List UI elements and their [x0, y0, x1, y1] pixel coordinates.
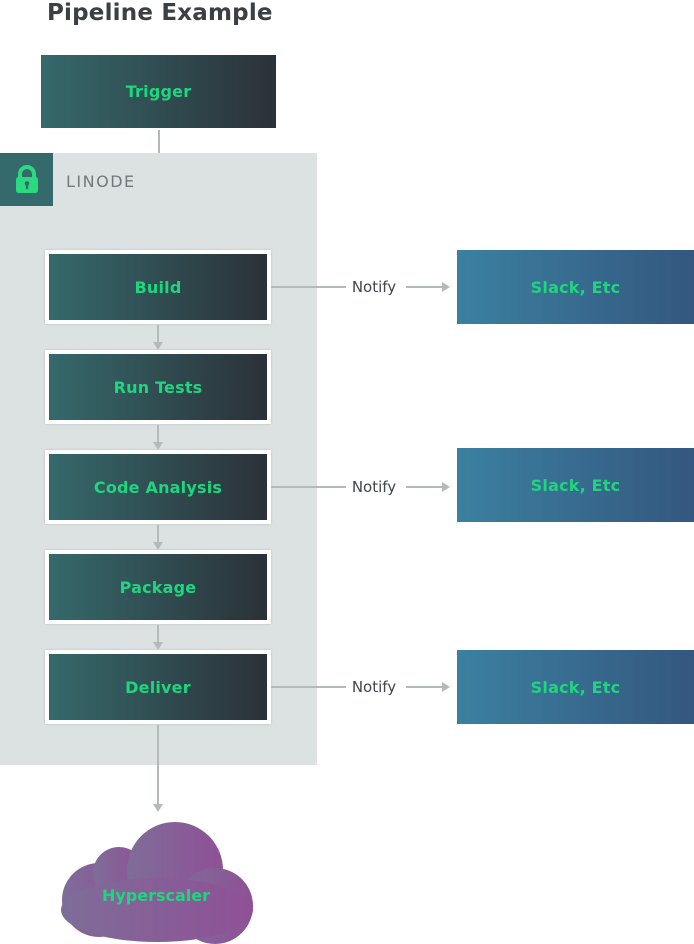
stage-node-run-tests: Run Tests: [45, 350, 271, 424]
stage-label: Code Analysis: [93, 477, 223, 497]
trigger-node: Trigger: [41, 55, 276, 128]
arrow-down-build-to-run-tests: [153, 325, 163, 350]
cloud-icon: [61, 822, 253, 944]
arrow-down-run-tests-to-code-analysis: [153, 425, 163, 450]
notify-arrow: [406, 682, 450, 692]
trigger-label: Trigger: [125, 82, 192, 101]
stage-node-package: Package: [45, 550, 271, 624]
notify-label: Notify: [351, 278, 397, 296]
slack-label: Slack, Etc: [530, 475, 621, 495]
arrow-down-code-analysis-to-package: [153, 525, 163, 550]
slack-label: Slack, Etc: [530, 277, 621, 297]
stage-label: Build: [134, 277, 182, 297]
notify-arrow: [406, 482, 450, 492]
stage-node-deliver: Deliver: [45, 650, 271, 724]
stage-label: Deliver: [125, 677, 191, 697]
slack-label: Slack, Etc: [530, 677, 621, 697]
cloud-label: Hyperscaler: [101, 886, 211, 905]
stage-label: Run Tests: [113, 377, 203, 397]
notify-line: [271, 486, 346, 488]
arrow-down-deliver-to-hyperscaler: [153, 725, 163, 812]
lock-badge: [0, 153, 53, 206]
arrow-down-package-to-deliver: [153, 625, 163, 650]
page-title: Pipeline Example: [47, 0, 273, 26]
stage-node-build: Build: [45, 250, 271, 324]
zone-label: LINODE: [66, 171, 136, 191]
notify-label: Notify: [351, 478, 397, 496]
slack-node: Slack, Etc: [457, 250, 694, 324]
stage-label: Package: [119, 577, 197, 597]
slack-node: Slack, Etc: [457, 650, 694, 724]
notify-line: [271, 286, 346, 288]
notify-label: Notify: [351, 678, 397, 696]
notify-arrow: [406, 282, 450, 292]
lock-icon: [15, 164, 38, 193]
notify-line: [271, 686, 346, 688]
stage-node-code-analysis: Code Analysis: [45, 450, 271, 524]
slack-node: Slack, Etc: [457, 448, 694, 522]
